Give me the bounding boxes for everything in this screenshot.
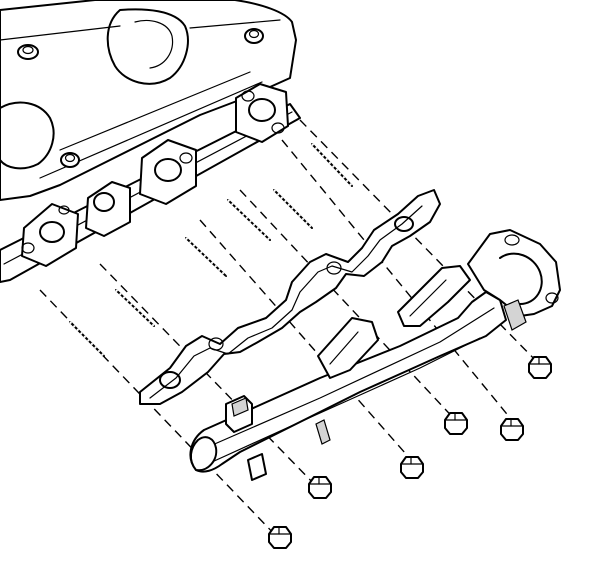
nut-4 — [444, 412, 468, 435]
nuts — [268, 356, 552, 549]
head-bolt-1 — [17, 44, 39, 60]
manifold-runner-3 — [397, 265, 471, 327]
nut-1 — [268, 526, 292, 549]
stud-1 — [69, 321, 105, 357]
manifold-runner-2 — [317, 317, 379, 379]
studs — [69, 143, 353, 357]
exhaust-manifold — [189, 229, 561, 481]
stud-6 — [311, 143, 353, 187]
stud-4 — [227, 199, 271, 241]
manifold-runner-1 — [225, 395, 253, 433]
nut-3 — [400, 456, 424, 479]
stud-5 — [273, 189, 313, 229]
exhaust-port-4 — [235, 83, 289, 143]
stud-3 — [185, 237, 227, 277]
cylinder-head — [0, 0, 301, 283]
nut-2 — [308, 476, 332, 499]
exhaust-manifold-gasket — [139, 189, 441, 405]
alignment-lines — [39, 119, 546, 541]
nut-6 — [528, 356, 552, 379]
exhaust-port-3 — [139, 139, 197, 205]
head-bolt-2 — [244, 28, 264, 44]
exhaust-port-1 — [21, 203, 79, 267]
exhaust-port-2 — [85, 181, 131, 237]
head-bolt-3 — [60, 152, 80, 168]
stud-2 — [115, 289, 155, 327]
manifold-tab — [247, 419, 331, 481]
manifold-outlet-flange — [467, 229, 561, 331]
nut-5 — [500, 418, 524, 441]
